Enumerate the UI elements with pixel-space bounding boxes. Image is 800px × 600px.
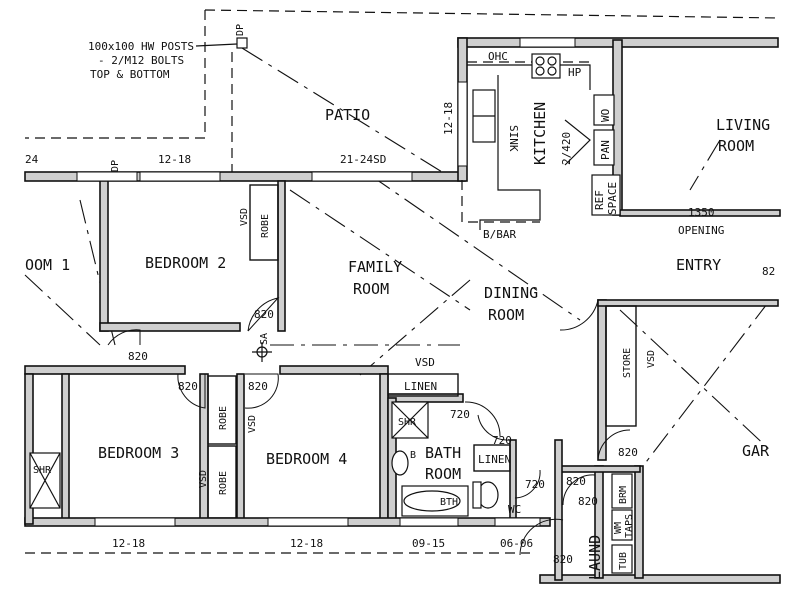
dim-820-bottom: 820 — [553, 553, 573, 566]
fixture-labels: DP DP OHC HP SINK WO PAN REF SPACE B/BAR… — [33, 24, 724, 570]
note-posts-2: - 2/M12 BOLTS — [98, 54, 184, 67]
room-labels: PATIO KITCHEN LIVING ROOM OOM 1 BEDROOM … — [25, 102, 770, 580]
room-laundry: LAUND — [586, 535, 604, 580]
dim-720-wc: 720 — [525, 478, 545, 491]
dim-820-b3: 820 — [178, 380, 198, 393]
room-living-2: ROOM — [718, 137, 754, 155]
room-bedroom3: BEDROOM 3 — [98, 444, 179, 462]
room-family-1: FAMILY — [348, 258, 402, 276]
room-bath-1: BATH — [425, 444, 461, 462]
dim-820-b4: 820 — [248, 380, 268, 393]
dim-24: 24 — [25, 153, 39, 166]
label-vsd-b2: VSD — [239, 208, 250, 226]
bathroom-fittings — [29, 37, 633, 574]
label-sink: SINK — [507, 125, 520, 152]
label-brm: BRM — [618, 486, 629, 504]
room-living-1: LIVING — [716, 116, 770, 134]
note-posts-1: 100x100 HW POSTS — [88, 40, 194, 53]
dim-12-18-b4: 12-18 — [290, 537, 323, 550]
windows — [76, 37, 576, 527]
label-linen-bath: LINEN — [478, 453, 511, 466]
room-kitchen: KITCHEN — [531, 102, 549, 165]
dimension-labels: 24 12-18 21-24SD 12-18 2/420 1350 820 82… — [25, 102, 775, 566]
dim-820-laund2: 820 — [578, 495, 598, 508]
room-family-2: ROOM — [353, 280, 389, 298]
label-b-tap: B — [410, 450, 416, 461]
walls — [24, 37, 781, 584]
label-wc: WC — [508, 503, 521, 516]
label-tub: TUB — [618, 552, 629, 570]
label-pan: PAN — [599, 140, 612, 160]
room-patio: PATIO — [325, 106, 370, 124]
door-swings — [107, 297, 631, 556]
post-icon — [236, 37, 248, 49]
label-wm: WM — [613, 522, 624, 534]
dim-820-store: 820 — [618, 446, 638, 459]
kitchen-fittings — [461, 53, 621, 230]
label-linen-hall: LINEN — [404, 380, 437, 393]
label-vsd-b3: VSD — [198, 470, 209, 488]
basin-icon — [391, 450, 409, 476]
dim-820-laund: 820 — [566, 475, 586, 488]
room-dining-1: DINING — [484, 284, 538, 302]
dashed-boundaries — [25, 9, 781, 554]
room-dining-2: ROOM — [488, 306, 524, 324]
dim-12-18-top: 12-18 — [158, 153, 191, 166]
label-vsd-store: VSD — [646, 350, 657, 368]
dim-06-06: 06-06 — [500, 537, 533, 550]
room-garage: GAR — [742, 442, 770, 460]
label-robe-b3b: ROBE — [218, 471, 229, 495]
label-hp: HP — [568, 66, 582, 79]
room-bath-2: ROOM — [425, 465, 461, 483]
cooktop-icon — [531, 53, 561, 79]
label-ref: REF — [593, 190, 606, 210]
diagonal-lines — [24, 47, 771, 471]
label-bbar: B/BAR — [483, 228, 516, 241]
dim-720-linen: 720 — [492, 434, 512, 447]
room-entry: ENTRY — [676, 256, 721, 274]
label-wo: WO — [599, 109, 612, 122]
dim-21-24sd: 21-24SD — [340, 153, 386, 166]
label-robe-b2: ROBE — [260, 214, 271, 238]
label-vsd-b4: VSD — [247, 415, 258, 433]
label-sa: SA — [259, 333, 270, 345]
dim-1350: 1350 — [688, 206, 715, 219]
label-space: SPACE — [606, 182, 619, 215]
label-ohc: OHC — [488, 50, 508, 63]
dim-12-18-patio: 12-18 — [442, 102, 455, 135]
label-shr-bath: SHR — [398, 417, 417, 428]
room-bedroom4: BEDROOM 4 — [266, 450, 347, 468]
dim-2-420: 2/420 — [560, 132, 573, 165]
dim-82-entry: 82 — [762, 265, 775, 278]
label-store: STORE — [622, 348, 633, 378]
dim-09-15: 09-15 — [412, 537, 445, 550]
label-bth: BTH — [440, 497, 458, 508]
dim-12-18-b3: 12-18 — [112, 537, 145, 550]
note-posts-3: TOP & BOTTOM — [90, 68, 170, 81]
label-robe-b3a: ROBE — [218, 406, 229, 430]
label-vsd-hall: VSD — [415, 356, 435, 369]
room-bedroom2: BEDROOM 2 — [145, 254, 226, 272]
post-note: 100x100 HW POSTS - 2/M12 BOLTS TOP & BOT… — [88, 40, 194, 81]
dim-820-b2: 820 — [254, 308, 274, 321]
label-opening: OPENING — [678, 224, 724, 237]
dim-820-hall: 820 — [128, 350, 148, 363]
dim-720-bath: 720 — [450, 408, 470, 421]
label-taps: TAPS — [624, 514, 635, 538]
label-shr-left: SHR — [33, 465, 52, 476]
room-bedroom1: OOM 1 — [25, 256, 70, 274]
label-dp-top: DP — [235, 24, 246, 36]
label-dp-left: DP — [110, 160, 121, 172]
